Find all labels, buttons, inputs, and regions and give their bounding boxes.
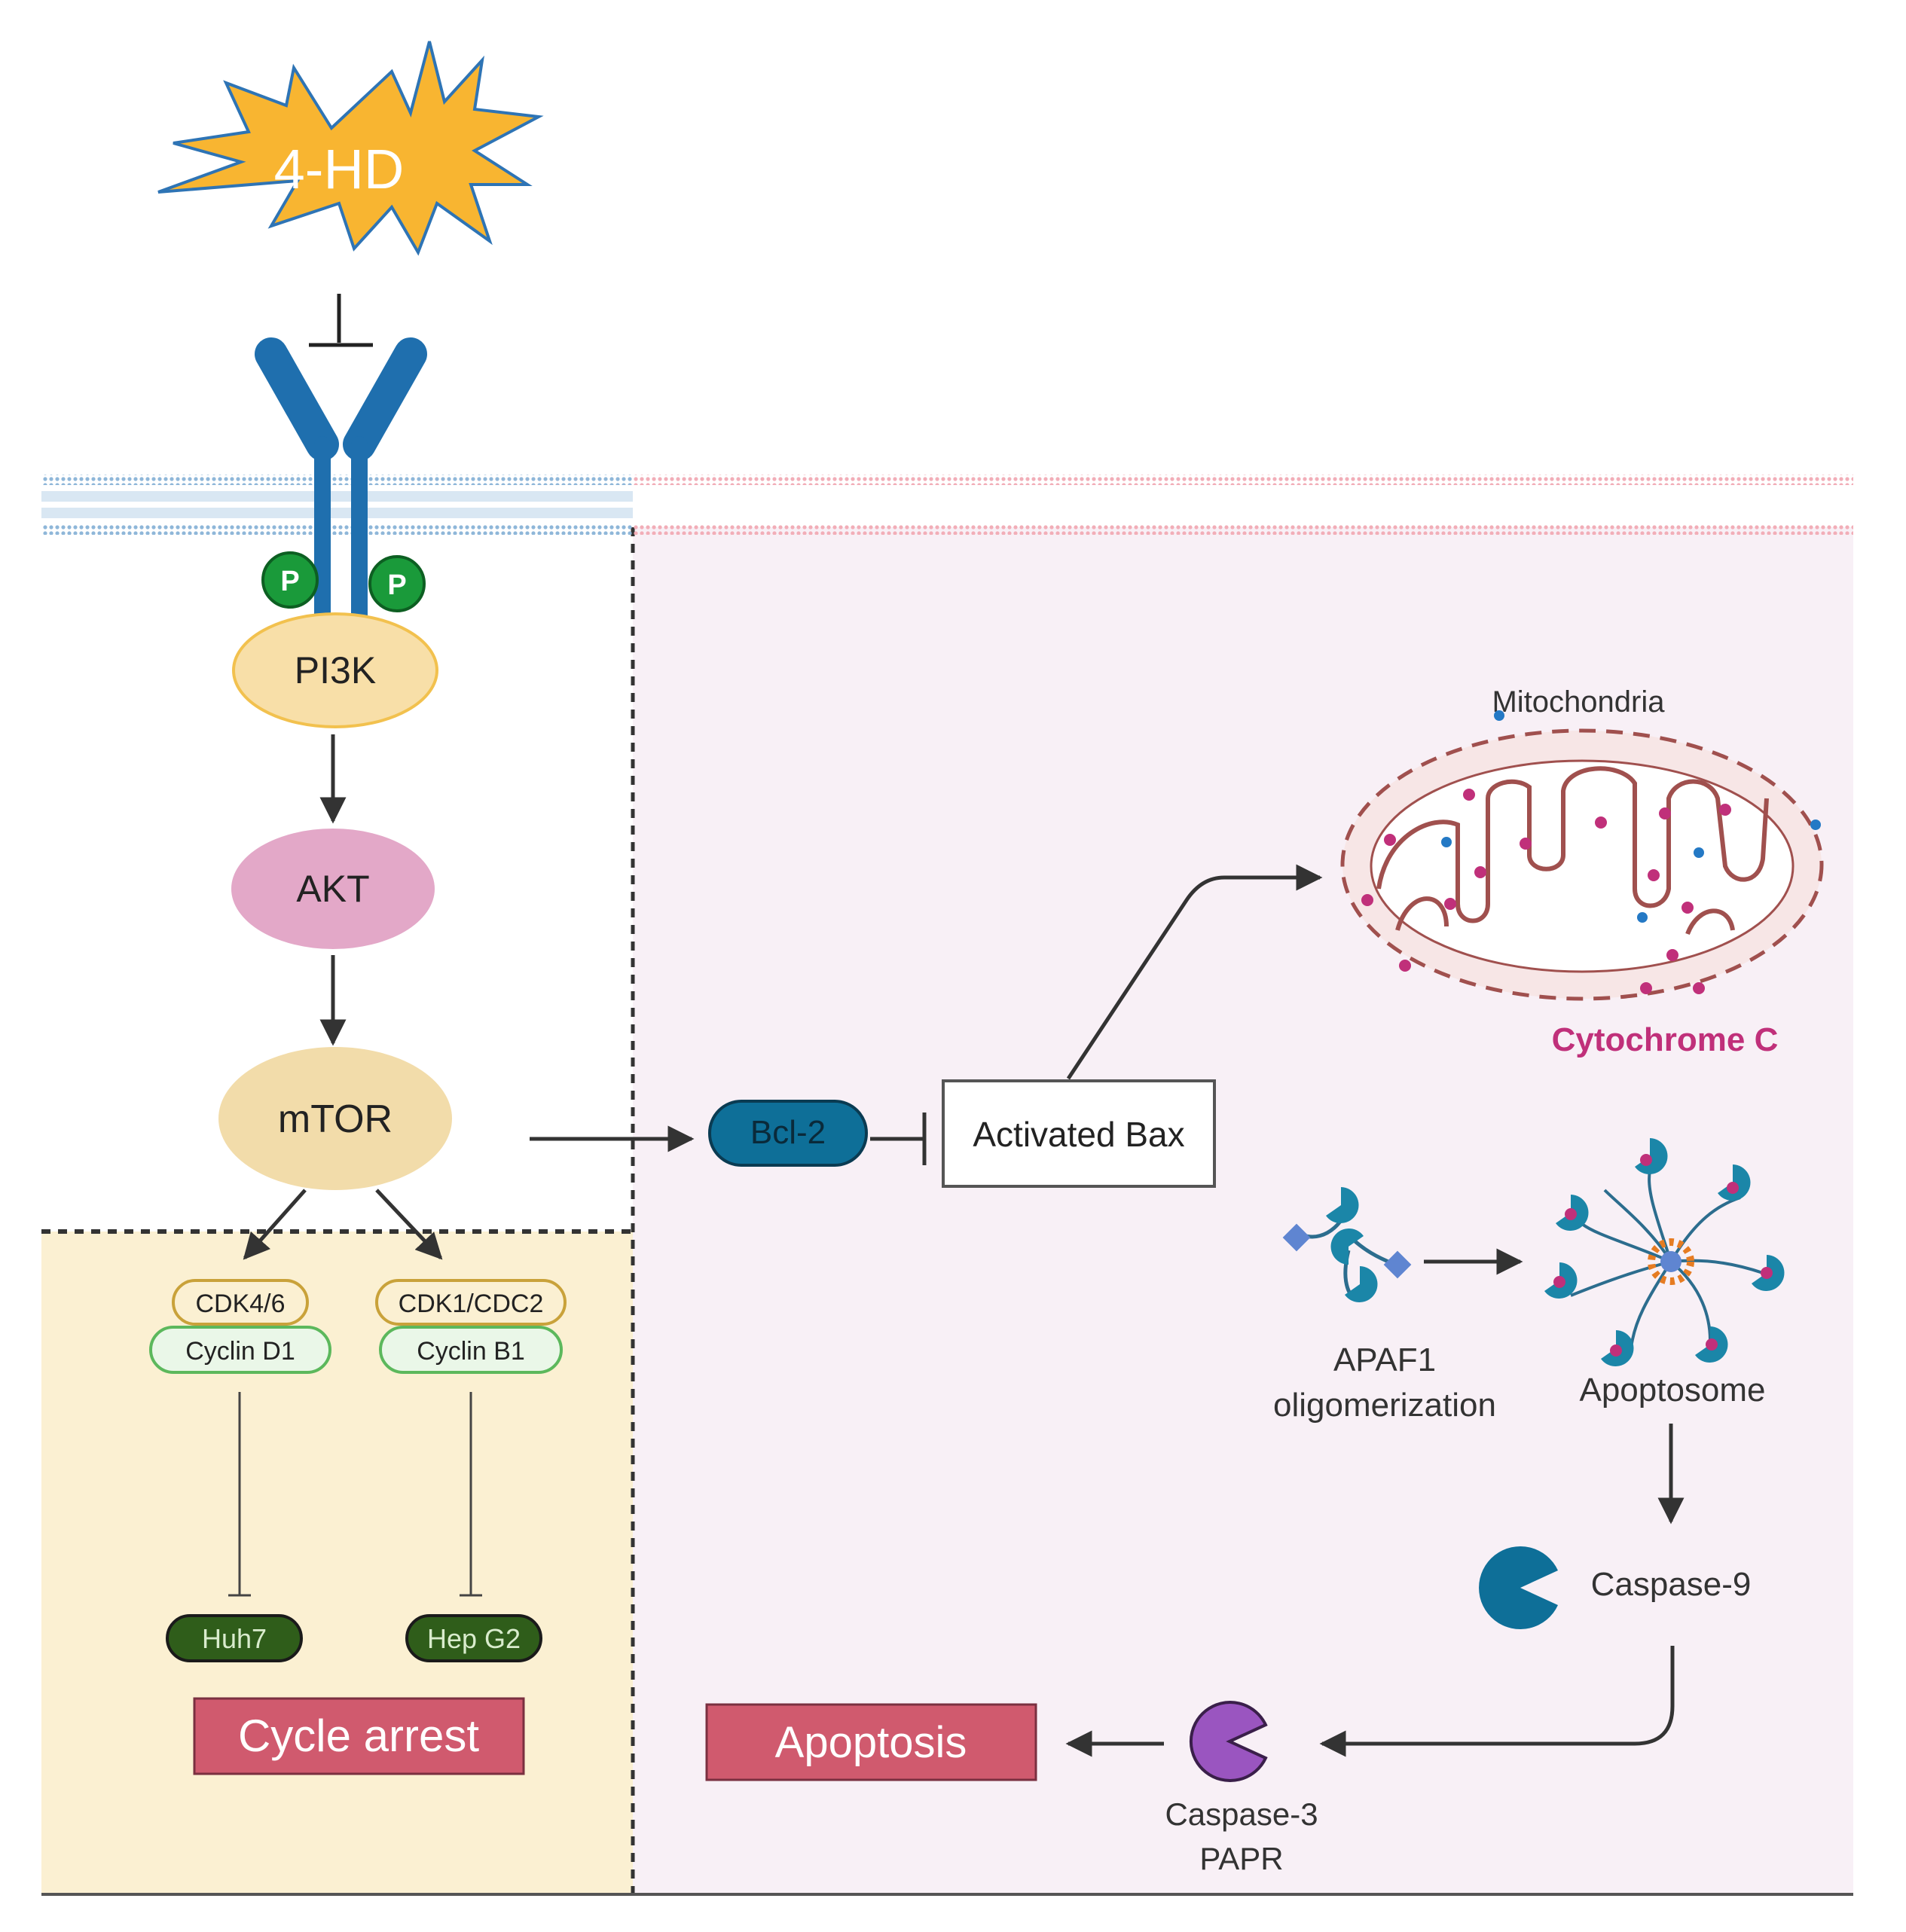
apaf1-label: APAF1 — [1333, 1341, 1436, 1378]
receptor-tyrosine-kinase — [255, 337, 427, 633]
cytochrome-c-label: Cytochrome C — [1552, 1021, 1779, 1058]
cycle-arrest-box: Cycle arrest — [193, 1697, 525, 1775]
cdk1-label: CDK1/CDC2 — [399, 1290, 544, 1318]
activated-bax-label: Activated Bax — [973, 1115, 1184, 1154]
cdk46-label: CDK4/6 — [195, 1290, 285, 1318]
cyclin-d1-label: Cyclin D1 — [185, 1337, 295, 1366]
apoptosome-label: Apoptosome — [1579, 1372, 1765, 1409]
apoptosome — [1544, 1138, 1785, 1366]
cytochrome-dots — [1361, 789, 1731, 994]
bcl2-node: Bcl-2 — [708, 1100, 868, 1167]
phospho-label: P — [387, 569, 406, 601]
phospho-label: P — [280, 566, 299, 597]
hepg2-label: Hep G2 — [427, 1623, 521, 1654]
inhibit-left — [228, 1392, 251, 1597]
cdk1-complex: CDK1/CDC2 Cyclin B1 — [375, 1279, 567, 1374]
caspase9-pacman — [1479, 1546, 1558, 1629]
apoptosis-region — [633, 527, 1853, 1894]
cycle-arrest-label: Cycle arrest — [238, 1711, 479, 1761]
inhibit-right — [460, 1392, 482, 1597]
arrow-mtor-left — [243, 1189, 307, 1260]
cyclin-b1-label: Cyclin B1 — [417, 1337, 525, 1366]
drug-starburst: 4-HD — [157, 41, 544, 256]
mitochondria-label: Mitochondria — [1492, 685, 1665, 719]
akt-label: AKT — [296, 868, 369, 910]
mtor-label: mTOR — [278, 1097, 393, 1141]
mtor-node: mTOR — [218, 1047, 452, 1190]
papr-label: PAPR — [1199, 1841, 1283, 1876]
arrow-bax-mitochondria — [1066, 864, 1323, 1080]
mitochondria: Mitochondria — [1340, 685, 1824, 1001]
phospho-left: P — [261, 551, 319, 609]
apoptosis-box: Apoptosis — [705, 1703, 1037, 1781]
pi3k-node: PI3K — [232, 612, 438, 728]
activated-bax-box: Activated Bax — [942, 1079, 1216, 1188]
akt-node: AKT — [231, 829, 435, 949]
arrow-caspase9-caspase3 — [1319, 1646, 1675, 1757]
apaf1-monomers — [1282, 1187, 1412, 1302]
inhibit-bcl2-bax — [870, 1113, 927, 1165]
caspase3-pacman — [1189, 1701, 1268, 1782]
drug-inhibition-symbol — [309, 294, 373, 347]
apoptosis-label: Apoptosis — [775, 1718, 967, 1767]
drug-label: 4-HD — [274, 138, 405, 200]
bcl2-label: Bcl-2 — [750, 1114, 826, 1151]
cell-line-huh7: Huh7 — [166, 1614, 303, 1662]
oligomerization-label: oligomerization — [1273, 1387, 1496, 1424]
arrow-mtor-right — [375, 1189, 443, 1260]
phospho-right: P — [368, 555, 426, 612]
pi3k-label: PI3K — [295, 649, 376, 691]
cell-membrane — [41, 475, 1853, 535]
caspase9-label: Caspase-9 — [1591, 1566, 1752, 1603]
blue-dots — [1441, 710, 1821, 923]
cdk46-complex: CDK4/6 Cyclin D1 — [149, 1279, 331, 1374]
caspase3-label: Caspase-3 — [1165, 1796, 1318, 1832]
huh7-label: Huh7 — [202, 1623, 267, 1654]
cell-line-hepg2: Hep G2 — [405, 1614, 542, 1662]
